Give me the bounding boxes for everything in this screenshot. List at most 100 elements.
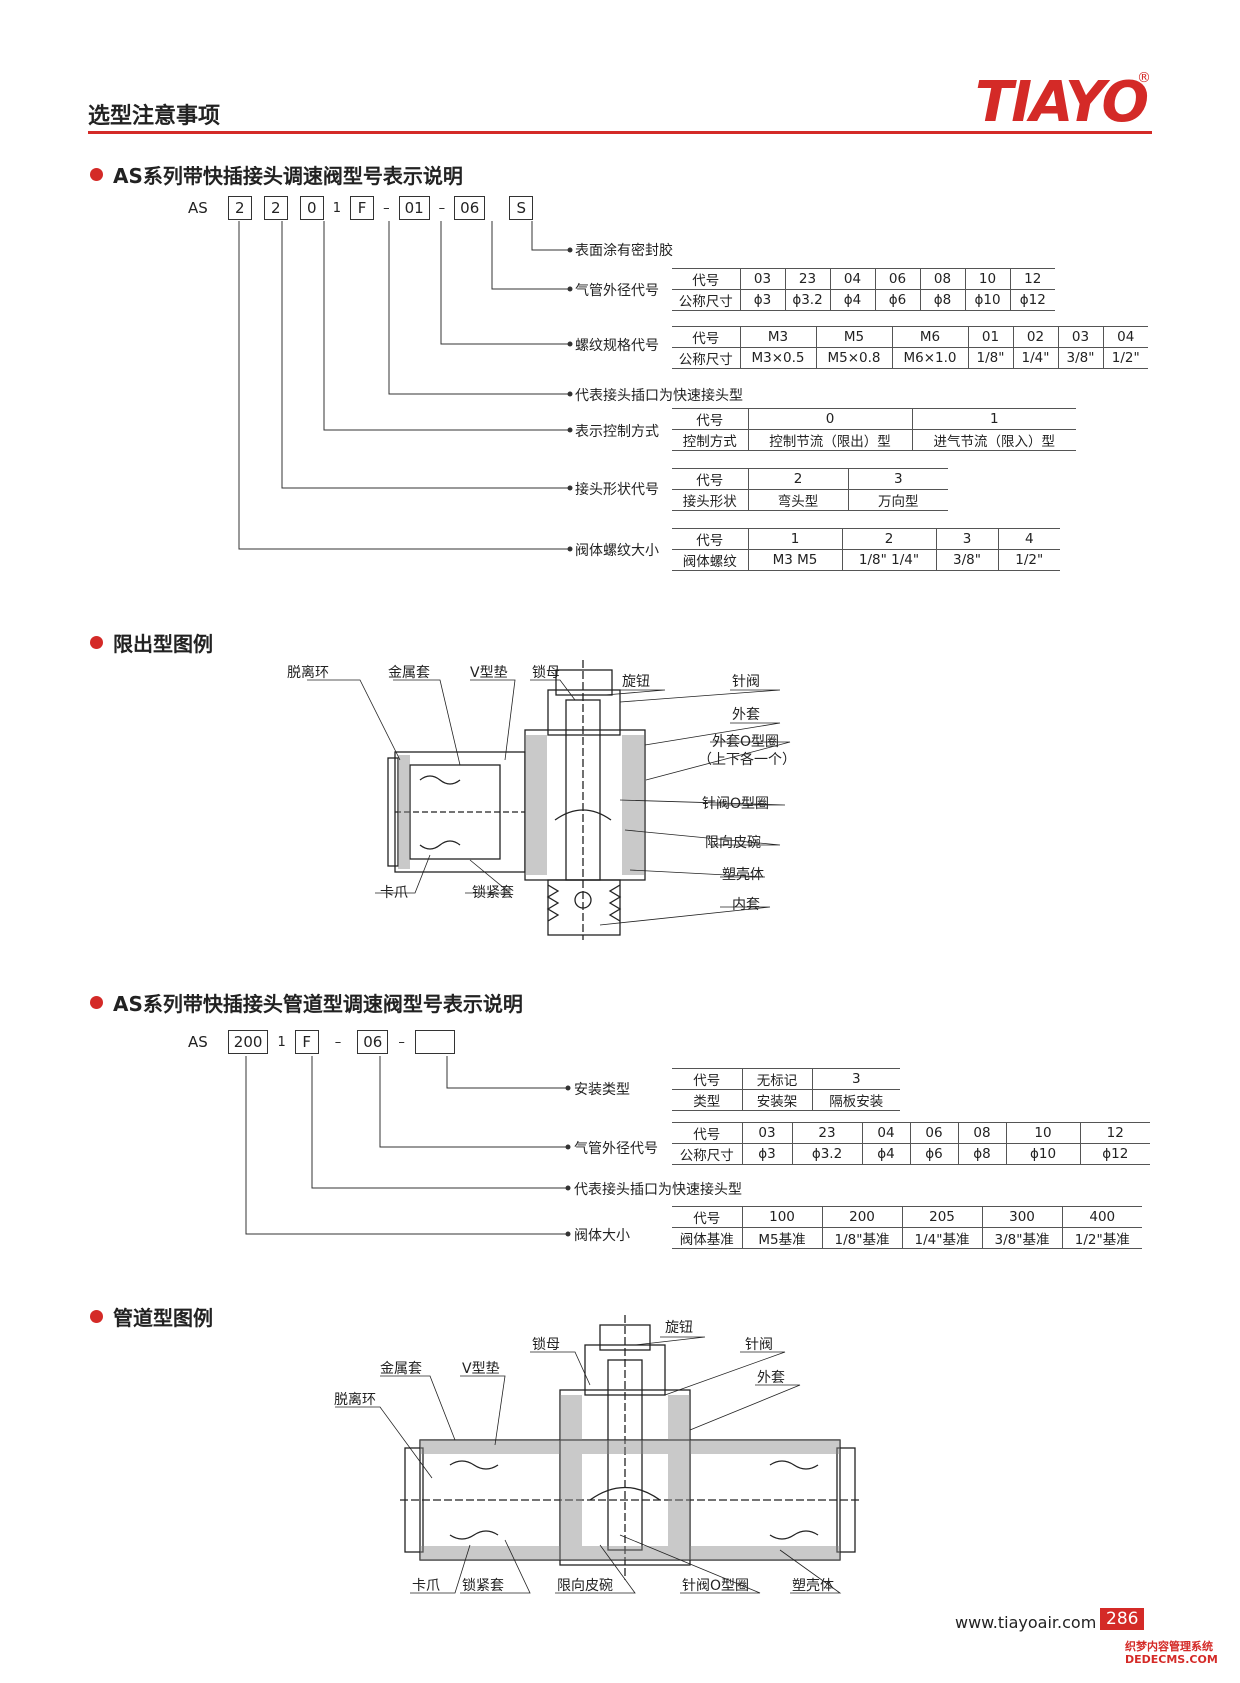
table-cell: 阀体螺纹	[672, 549, 748, 571]
table-cell: M6	[891, 326, 968, 348]
table-cell: 100	[741, 1206, 822, 1228]
callout-label: 限向皮碗	[557, 1578, 613, 1594]
callout-label: 脱离环	[287, 665, 329, 681]
table-cell: 代号	[672, 1122, 742, 1144]
row-label: 阀体螺纹大小	[575, 543, 659, 559]
watermark-line-2: DEDECMS.COM	[1125, 1653, 1218, 1666]
row-label: 气管外径代号	[574, 1141, 658, 1157]
table-cell: 4	[997, 528, 1060, 550]
table-cell: 阀体基准	[672, 1227, 742, 1249]
table-cell: 1/4"基准	[901, 1227, 982, 1249]
table-cell: 0	[747, 408, 912, 430]
row-label: 安装类型	[574, 1082, 630, 1098]
table-cell: 400	[1061, 1206, 1142, 1228]
callout-label: 塑壳体	[792, 1578, 834, 1594]
page-number: 286	[1100, 1608, 1145, 1630]
spec-table-thread: 代号 M3 M5 M6 01 02 03 04 公称尺寸 M3×0.5 M5×0…	[672, 326, 1148, 369]
spec-table-tube-2: 代号 03 23 04 06 08 10 12 公称尺寸 ϕ3 ϕ3.2 ϕ4 …	[672, 1122, 1150, 1165]
code-box: 0	[299, 196, 324, 220]
row-label: 表示控制方式	[575, 424, 659, 440]
table-cell: 23	[791, 1122, 862, 1144]
table-cell: 04	[829, 268, 875, 290]
table-cell: 3/8"	[1057, 347, 1103, 369]
table-cell: ϕ3	[741, 1143, 792, 1165]
watermark: 织梦内容管理系统 DEDECMS.COM	[1125, 1640, 1218, 1666]
spec-table-mount: 代号 无标记 3 类型 安装架 隔板安装	[672, 1068, 900, 1111]
table-cell: 代号	[672, 1068, 742, 1090]
row-label: 螺纹规格代号	[575, 338, 659, 354]
table-cell: 1/2"	[997, 549, 1060, 571]
code-box: F	[294, 1030, 319, 1054]
table-cell: ϕ6	[909, 1143, 958, 1165]
code-sep: –	[438, 200, 446, 216]
code-prefix: AS	[188, 1033, 208, 1051]
footer-url: www.tiayoair.com	[955, 1613, 1097, 1632]
table-cell: 公称尺寸	[672, 347, 740, 369]
header-rule	[88, 131, 1152, 134]
row-label: 代表接头插口为快速接头型	[575, 388, 743, 404]
code-box: 06	[454, 196, 486, 220]
callout-label: V型垫	[462, 1361, 500, 1377]
table-cell: 04	[1102, 326, 1148, 348]
code-box: 200	[227, 1030, 269, 1054]
table-cell: 1/4"	[1012, 347, 1058, 369]
section1-title-text: AS系列带快插接头调速阀型号表示说明	[113, 164, 463, 188]
code-sep: –	[334, 1034, 342, 1050]
table-cell: 2	[841, 528, 936, 550]
bullet-dot-icon	[90, 1310, 103, 1323]
table-cell: 200	[821, 1206, 902, 1228]
table-cell: 1/8"基准	[821, 1227, 902, 1249]
table-cell: ϕ8	[957, 1143, 1006, 1165]
brand-logo: TIAYO	[975, 70, 1149, 135]
table-cell: 03	[1057, 326, 1103, 348]
callout-label: 内套	[732, 897, 760, 913]
code-box: S	[509, 196, 534, 220]
table-cell: ϕ4	[829, 289, 875, 311]
table-cell: 300	[981, 1206, 1062, 1228]
callout-label: 旋钮	[622, 674, 650, 690]
table-cell: ϕ3	[739, 289, 785, 311]
callout-label: 针阀	[745, 1337, 773, 1353]
section3-code: AS 200 1 F – 06 –	[188, 1030, 461, 1054]
callout-label: 旋钮	[665, 1320, 693, 1336]
section2-title-text: 限出型图例	[113, 632, 213, 656]
table-cell: 1/8"	[967, 347, 1013, 369]
table-cell: ϕ8	[919, 289, 965, 311]
callout-label: 限向皮碗	[705, 835, 761, 851]
table-cell: 公称尺寸	[672, 1143, 742, 1165]
table-cell: 2	[747, 468, 848, 490]
table-cell: 1	[911, 408, 1076, 430]
table-cell: 进气节流（限入）型	[911, 429, 1076, 451]
code-sep: 1	[332, 200, 342, 216]
code-box: 2	[263, 196, 288, 220]
section2-title: 限出型图例	[90, 628, 213, 657]
callout-label: 塑壳体	[722, 867, 764, 883]
table-cell: ϕ12	[1079, 1143, 1150, 1165]
table-cell: ϕ4	[861, 1143, 910, 1165]
table-cell: 万向型	[847, 489, 948, 511]
callout-label: 外套	[757, 1370, 785, 1386]
callout-label: V型垫	[470, 665, 508, 681]
table-cell: 控制节流（限出）型	[747, 429, 912, 451]
table-cell: 1/2"	[1102, 347, 1148, 369]
callout-label: 锁母	[532, 1337, 560, 1353]
table-cell: 3	[935, 528, 998, 550]
table-cell: 接头形状	[672, 489, 748, 511]
table-cell: 无标记	[741, 1068, 812, 1090]
table-cell: M5×0.8	[815, 347, 892, 369]
table-cell: M3 M5	[747, 549, 842, 571]
table-cell: 04	[861, 1122, 910, 1144]
table-cell: 12	[1079, 1122, 1150, 1144]
row-label: 代表接头插口为快速接头型	[574, 1182, 742, 1198]
section4-title: 管道型图例	[90, 1302, 213, 1331]
table-cell: 3	[847, 468, 948, 490]
callout-label: 针阀O型圈	[682, 1578, 750, 1594]
section1-title: AS系列带快插接头调速阀型号表示说明	[90, 160, 463, 189]
table-cell: ϕ10	[964, 289, 1010, 311]
table-cell: ϕ3.2	[791, 1143, 862, 1165]
table-cell: M6×1.0	[891, 347, 968, 369]
bullet-dot-icon	[90, 996, 103, 1009]
